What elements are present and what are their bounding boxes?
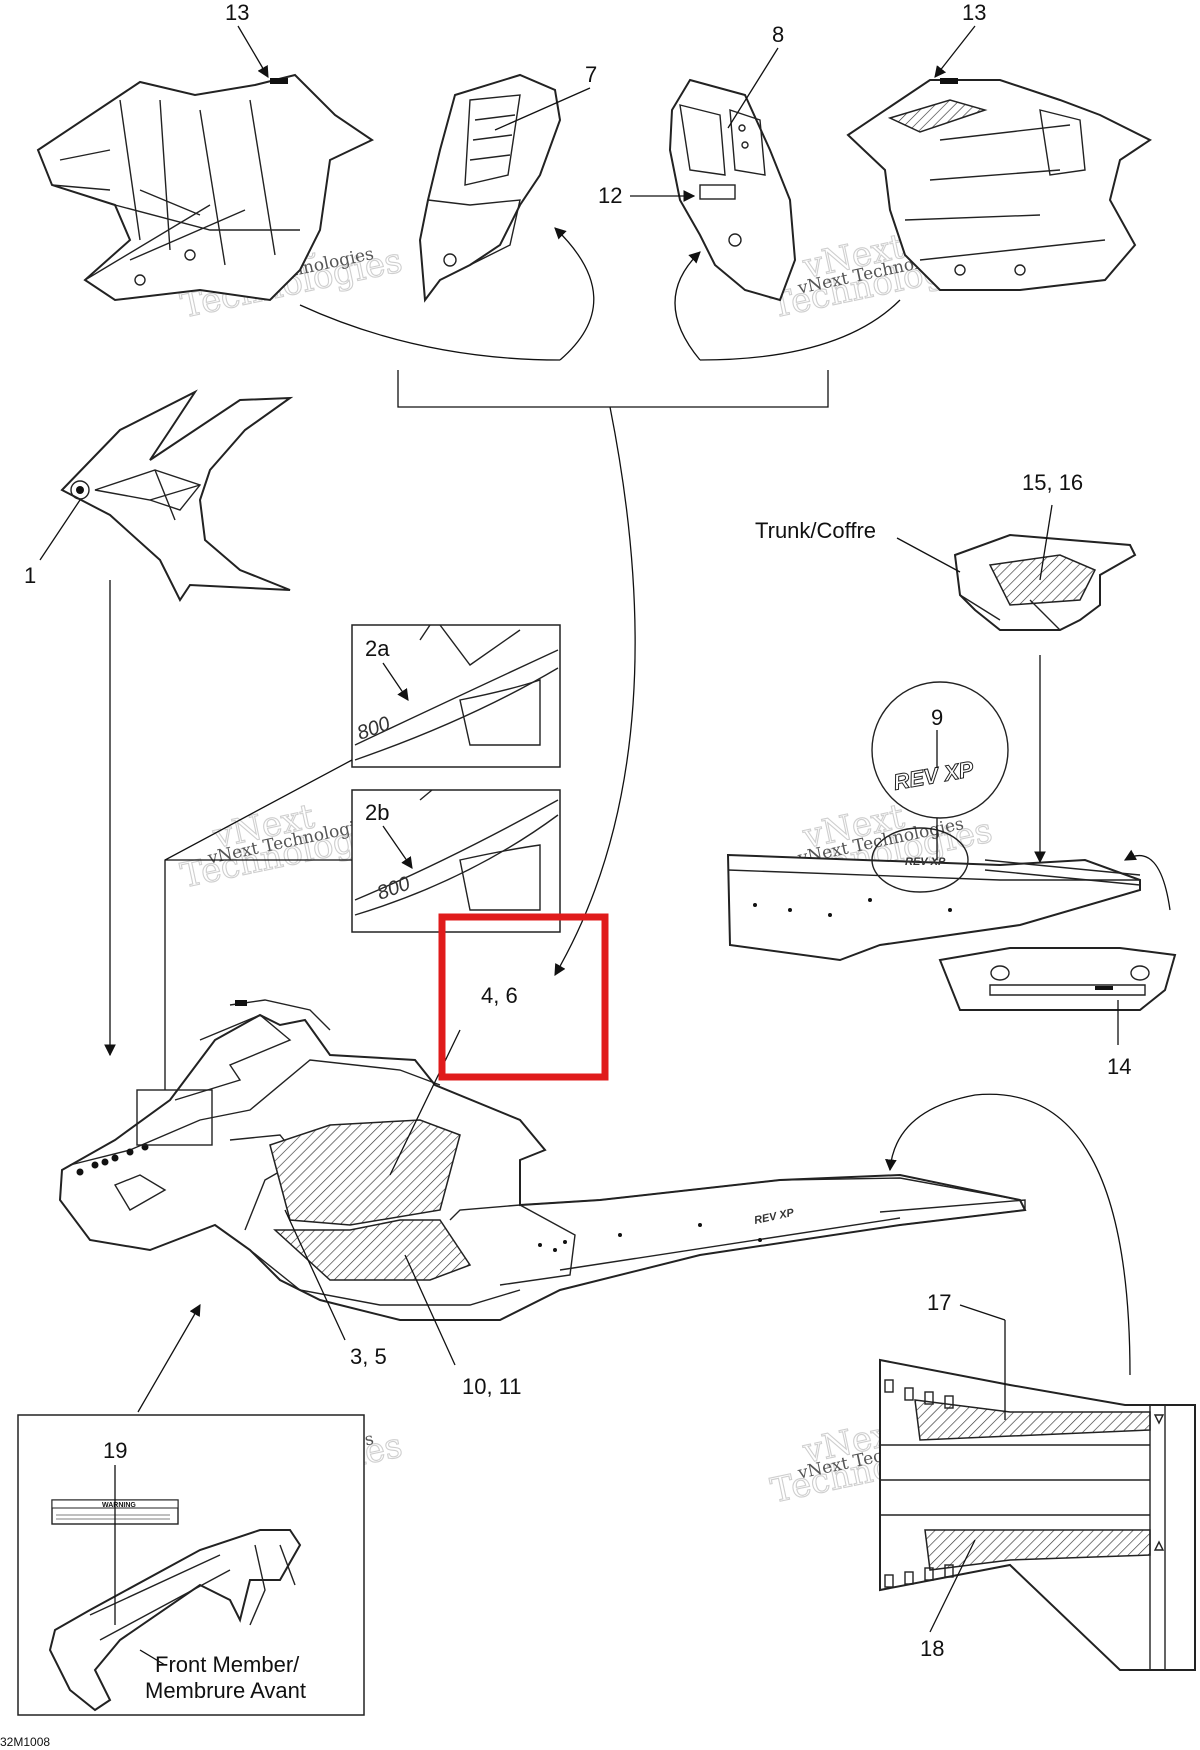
trunk-label: Trunk/Coffre xyxy=(755,518,876,543)
callout-15-16: 15, 16 xyxy=(1022,470,1083,495)
decal-13-left xyxy=(270,78,288,84)
callout-18: 18 xyxy=(920,1636,944,1661)
circle-rev-xp-decal: REV XP xyxy=(892,756,976,795)
leader-front-member xyxy=(139,1649,166,1666)
arrow-front-member-to-chassis xyxy=(137,1303,201,1413)
highlight-box-4-6 xyxy=(438,913,609,1081)
callout-2a: 2a xyxy=(365,636,390,661)
rear-flap-part xyxy=(938,947,1177,1011)
leader-15-16 xyxy=(1039,504,1053,581)
callout-10-11: 10, 11 xyxy=(462,1374,522,1399)
callout-13-left: 13 xyxy=(225,0,249,25)
leader-2a xyxy=(382,662,409,701)
front-member-label-2: Membrure Avant xyxy=(145,1678,306,1703)
arrow-rear-bumper xyxy=(1123,849,1171,911)
leader-18 xyxy=(929,1539,976,1633)
callout-8: 8 xyxy=(772,22,784,47)
trunk-part xyxy=(953,533,1137,631)
rear-tunnel-detail: REV XP xyxy=(726,827,1141,962)
tunnel-floor-detail xyxy=(879,1358,1196,1671)
front-member-label-1: Front Member/ xyxy=(155,1652,300,1677)
callout-17: 17 xyxy=(927,1290,951,1315)
connector-right xyxy=(699,299,901,361)
chassis-inset-box xyxy=(136,1089,213,1146)
hood-part xyxy=(60,389,294,602)
callout-12: 12 xyxy=(598,183,622,208)
decal-13-right xyxy=(940,78,958,84)
callout-13-right: 13 xyxy=(962,0,986,25)
inset-2b: 800 xyxy=(351,789,561,933)
tunnel-rev-xp-decal: REV XP xyxy=(905,856,946,868)
left-side-panel xyxy=(36,73,375,302)
leader-3-5 xyxy=(284,1209,346,1341)
leader-17a xyxy=(959,1304,1006,1321)
callout-3-5: 3, 5 xyxy=(350,1344,387,1369)
inset-2a: 800 xyxy=(351,624,561,768)
callout-7: 7 xyxy=(585,62,597,87)
main-chassis: REV XP xyxy=(58,999,1027,1321)
arrow-bracket-to-chassis xyxy=(554,406,636,977)
callout-19: 19 xyxy=(103,1438,127,1463)
right-inner-panel xyxy=(668,78,797,302)
warning-label-text: WARNING xyxy=(102,1502,136,1509)
rev-xp-detail-circle: REV XP xyxy=(871,681,1009,819)
connector-left xyxy=(299,304,561,361)
callout-labels: 13 13 7 8 12 1 2a 2b 4, 6 3, 5 10, 11 15… xyxy=(0,0,1131,1749)
front-member-box: WARNING xyxy=(17,1414,365,1716)
figure-code: 32M1008 xyxy=(0,1735,50,1749)
leader-10-11 xyxy=(404,1254,456,1366)
arrow-to-lower-detail xyxy=(885,1093,1131,1376)
callout-9: 9 xyxy=(931,705,943,730)
arrow-to-7 xyxy=(554,227,595,361)
leader-trunk xyxy=(896,537,961,573)
bracket xyxy=(397,370,829,408)
leader-1 xyxy=(39,499,81,561)
callout-2b: 2b xyxy=(365,800,389,825)
left-inner-panel xyxy=(418,73,562,303)
right-side-panel xyxy=(846,78,1152,291)
callout-1: 1 xyxy=(24,563,36,588)
callout-4-6: 4, 6 xyxy=(481,983,518,1008)
leader-2b xyxy=(382,825,413,869)
arrow-to-8 xyxy=(674,251,701,361)
callout-14: 14 xyxy=(1107,1054,1131,1079)
leader-4-6 xyxy=(389,1029,461,1176)
